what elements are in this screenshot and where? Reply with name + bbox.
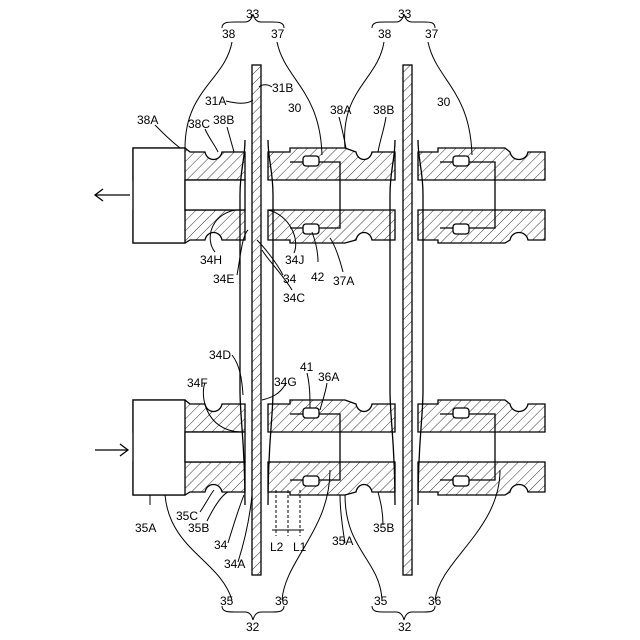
label-34H: 34H — [200, 253, 222, 267]
label-34A: 34A — [224, 557, 245, 571]
label-35-right: 35 — [374, 594, 388, 608]
label-35B-left: 35B — [188, 521, 209, 535]
label-36A: 36A — [318, 370, 339, 384]
label-35-left: 35 — [220, 594, 234, 608]
label-34F: 34F — [187, 376, 208, 390]
label-34D: 34D — [209, 348, 231, 362]
label-38B-left: 38B — [213, 113, 234, 127]
label-38-right: 38 — [378, 27, 392, 41]
label-30-right: 30 — [437, 95, 451, 109]
label-34-lower: 34 — [214, 538, 228, 552]
label-34J: 34J — [285, 253, 304, 267]
label-31B: 31B — [272, 81, 293, 95]
label-L2: L2 — [270, 540, 284, 554]
label-34C: 34C — [283, 291, 305, 305]
label-34G: 34G — [274, 375, 297, 389]
label-37-right: 37 — [425, 27, 439, 41]
brace-32-right — [372, 606, 435, 620]
label-38B-mid: 38B — [373, 103, 394, 117]
label-34-upper: 34 — [283, 272, 297, 286]
label-38-left: 38 — [222, 27, 236, 41]
label-36-left: 36 — [275, 594, 289, 608]
brace-32-left — [222, 606, 284, 620]
label-38C: 38C — [188, 117, 210, 131]
label-42: 42 — [311, 270, 325, 284]
label-31A: 31A — [205, 94, 226, 108]
label-34E: 34E — [213, 272, 234, 286]
label-L1: L1 — [293, 540, 307, 554]
label-38A-left: 38A — [137, 113, 158, 127]
label-32-right: 32 — [398, 620, 412, 634]
inlet-arrow — [95, 444, 128, 456]
label-37A: 37A — [333, 274, 354, 288]
label-35A-left: 35A — [135, 521, 156, 535]
label-30-left: 30 — [288, 101, 302, 115]
label-35A-mid: 35A — [332, 534, 353, 548]
outlet-arrow — [95, 189, 130, 201]
label-33-right: 33 — [398, 7, 412, 21]
tube-left — [240, 65, 273, 575]
label-36-right: 36 — [428, 594, 442, 608]
label-33-left: 33 — [246, 7, 260, 21]
tube-right — [390, 65, 423, 575]
label-38A-mid: 38A — [330, 103, 351, 117]
bottom-header-pipe — [133, 400, 545, 495]
label-35B-mid: 35B — [373, 521, 394, 535]
top-header-pipe — [133, 148, 545, 243]
label-41: 41 — [300, 360, 314, 374]
label-32-left: 32 — [246, 620, 260, 634]
label-37-left: 37 — [271, 27, 285, 41]
